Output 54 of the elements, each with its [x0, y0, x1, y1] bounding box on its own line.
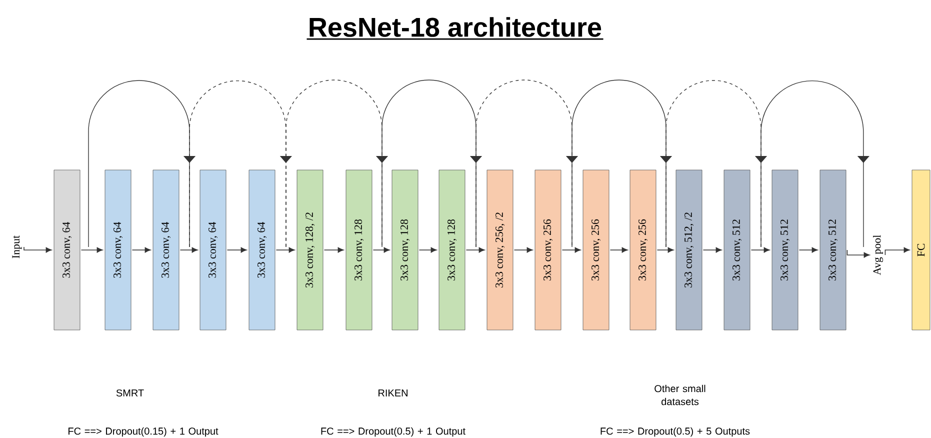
conv-layer-box: 3x3 conv, 512 — [724, 170, 750, 330]
conv-layer-box: 3x3 conv, 64 — [200, 170, 226, 330]
caption-text: Other small datasets — [654, 384, 706, 406]
conv-layer-box: 3x3 conv, 256 — [534, 170, 562, 330]
skip-connection-arrow — [666, 80, 768, 248]
skip-connection-arrow — [88, 80, 196, 248]
conv-layer-box: 3x3 conv, 64 — [248, 170, 276, 330]
skip-connection-arrow — [476, 80, 578, 248]
title: ResNet-18 architecture — [310, 17, 602, 37]
caption-text: RIKEN — [378, 390, 408, 396]
conv-layer-box: 3x3 conv, 64 — [104, 170, 132, 330]
skip-connection-arrow — [760, 80, 870, 248]
layer-label: Avg pool — [873, 235, 883, 276]
conv-layer-box: 3x3 conv, 128 — [392, 170, 418, 330]
arrow — [846, 250, 870, 258]
fc-layer-box: FC — [912, 170, 930, 330]
arrow — [656, 247, 674, 253]
arrow — [750, 247, 770, 253]
conv-layer-box: 3x3 conv, 64 — [152, 170, 180, 330]
arrow — [702, 247, 722, 253]
skip-connection-arrow — [382, 80, 482, 248]
arrow — [132, 247, 151, 253]
conv-layer-box: 3x3 conv, 64 — [54, 170, 80, 330]
skip-connection-arrow — [189, 80, 292, 248]
arrow — [276, 247, 295, 253]
caption-text: FC ==> Dropout(0.5) + 5 Outputs — [600, 427, 750, 437]
arrow — [610, 247, 628, 253]
conv-layer-box: 3x3 conv, 512 — [772, 170, 798, 330]
conv-layer-box: 3x3 conv, 256, /2 — [486, 170, 514, 330]
conv-layer-box: 3x3 conv, 512, /2 — [676, 170, 702, 330]
arrow — [324, 247, 344, 253]
arrow — [226, 247, 247, 253]
caption-text: SMRT — [116, 389, 144, 397]
layer-label: Input — [12, 235, 22, 258]
conv-layer-box: 3x3 conv, 256 — [630, 170, 656, 330]
arrow — [80, 247, 103, 253]
caption-text: FC ==> Dropout(0.5) + 1 Output — [321, 427, 466, 437]
arrow — [798, 247, 818, 253]
conv-layer-box: 3x3 conv, 128 — [346, 170, 372, 330]
skip-connection-arrow — [286, 80, 388, 248]
arrow — [514, 247, 533, 253]
caption-text: FC ==> Dropout(0.15) + 1 Output — [68, 427, 218, 437]
arrow — [24, 246, 52, 253]
conv-layer-box: 3x3 conv, 128 — [438, 170, 466, 330]
arrow — [466, 247, 485, 253]
conv-layer-box: 3x3 conv, 128, /2 — [296, 170, 324, 330]
skip-connection-arrow — [572, 80, 672, 248]
conv-layer-box: 3x3 conv, 512 — [820, 170, 846, 330]
arrow — [418, 247, 437, 253]
conv-layer-box: 3x3 conv, 256 — [582, 170, 610, 330]
arrow — [884, 247, 910, 256]
arrow — [562, 247, 581, 253]
arrow — [372, 247, 390, 253]
arrow — [180, 247, 198, 253]
